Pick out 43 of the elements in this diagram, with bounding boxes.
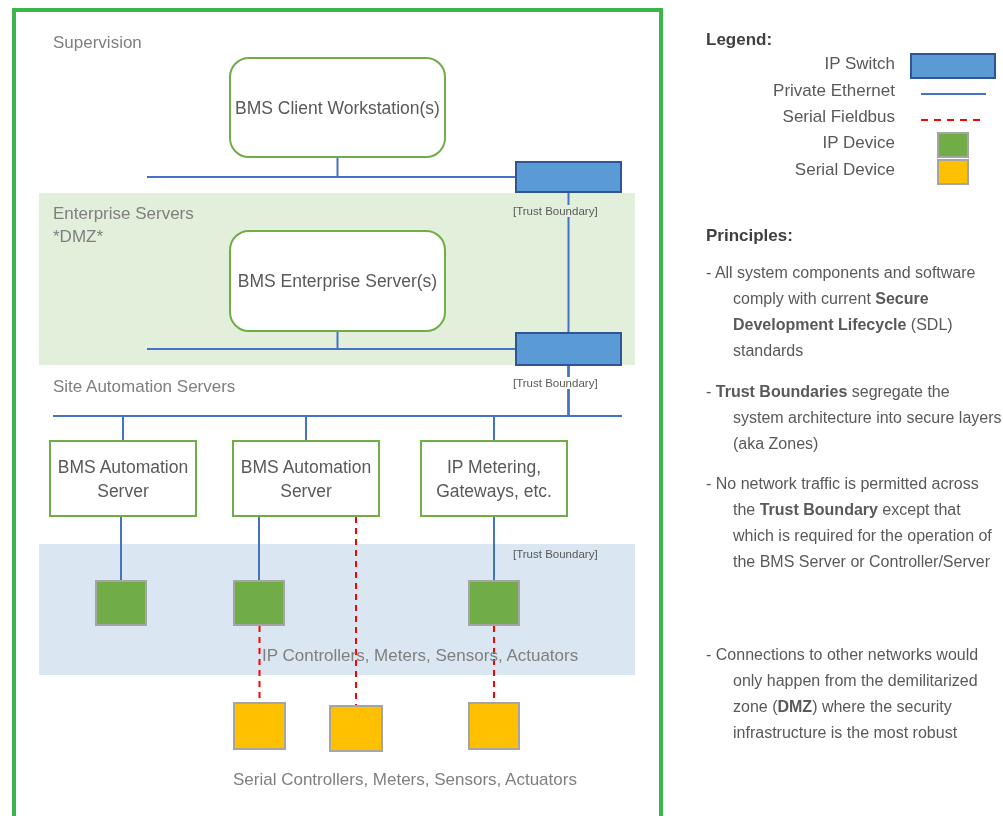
zone-label: Site Automation Servers: [53, 377, 236, 397]
bullet-text: - Connections to other networks would only happen from the demilitarized zone (DMZ) where the security infrastructure is the most robust: [706, 645, 980, 743]
ip-switch: [515, 161, 622, 193]
ethernet-line: [258, 516, 260, 581]
zone-label: IP Controllers, Meters, Sensors, Actuators: [262, 646, 579, 666]
section-heading: Legend:: [706, 30, 774, 50]
legend-text: IP Device: [821, 133, 895, 153]
ethernet-line: [146, 157, 516, 178]
serial-device: [329, 705, 383, 752]
fieldbus-line: [355, 516, 357, 706]
ip-device: [233, 580, 285, 626]
boundary-label: [Trust Boundary]: [512, 548, 599, 560]
server-box: BMS Automation Server: [232, 440, 380, 517]
boundary-label: [Trust Boundary]: [512, 205, 599, 217]
server-box: BMS Automation Server: [49, 440, 197, 517]
ethernet-line: [493, 516, 495, 581]
serial-device: [233, 702, 286, 750]
legend-text: IP Switch: [823, 54, 895, 74]
server-box: IP Metering, Gateways, etc.: [420, 440, 568, 517]
zone-label: *DMZ*: [53, 227, 104, 247]
ip-device: [95, 580, 147, 626]
zone-label: Supervision: [53, 33, 142, 53]
boundary-label: [Trust Boundary]: [512, 377, 599, 389]
ethernet-line: [493, 365, 623, 441]
legend-text: Private Ethernet: [772, 81, 895, 101]
bullet-text: - Trust Boundaries segregate the system architecture into secure layers (aka Zones): [706, 382, 1002, 454]
ip-device: [468, 580, 520, 626]
legend-text: Serial Fieldbus: [781, 107, 895, 127]
server-box: BMS Client Workstation(s): [229, 57, 446, 158]
ethernet-line: [567, 192, 570, 333]
section-heading: Principles:: [706, 226, 794, 246]
zone-label: Serial Controllers, Meters, Sensors, Actuators: [233, 770, 577, 790]
zone-label: Enterprise Servers: [53, 204, 194, 224]
server-box: BMS Enterprise Server(s): [229, 230, 446, 332]
ethernet-line: [146, 331, 516, 350]
ethernet-line: [120, 516, 122, 581]
ip-switch: [515, 332, 622, 366]
serial-device: [468, 702, 520, 750]
bullet-text: - No network traffic is permitted across the Trust Boundary except that which is required for the operation of the BMS Server or Controller/Server: [706, 474, 993, 572]
zone-band: [39, 193, 635, 365]
legend-text: Serial Device: [793, 160, 895, 180]
bullet-text: - All system components and software comply with current Secure Development Lifecycle (SDL) standards: [706, 263, 977, 361]
zone-band: [39, 544, 635, 675]
